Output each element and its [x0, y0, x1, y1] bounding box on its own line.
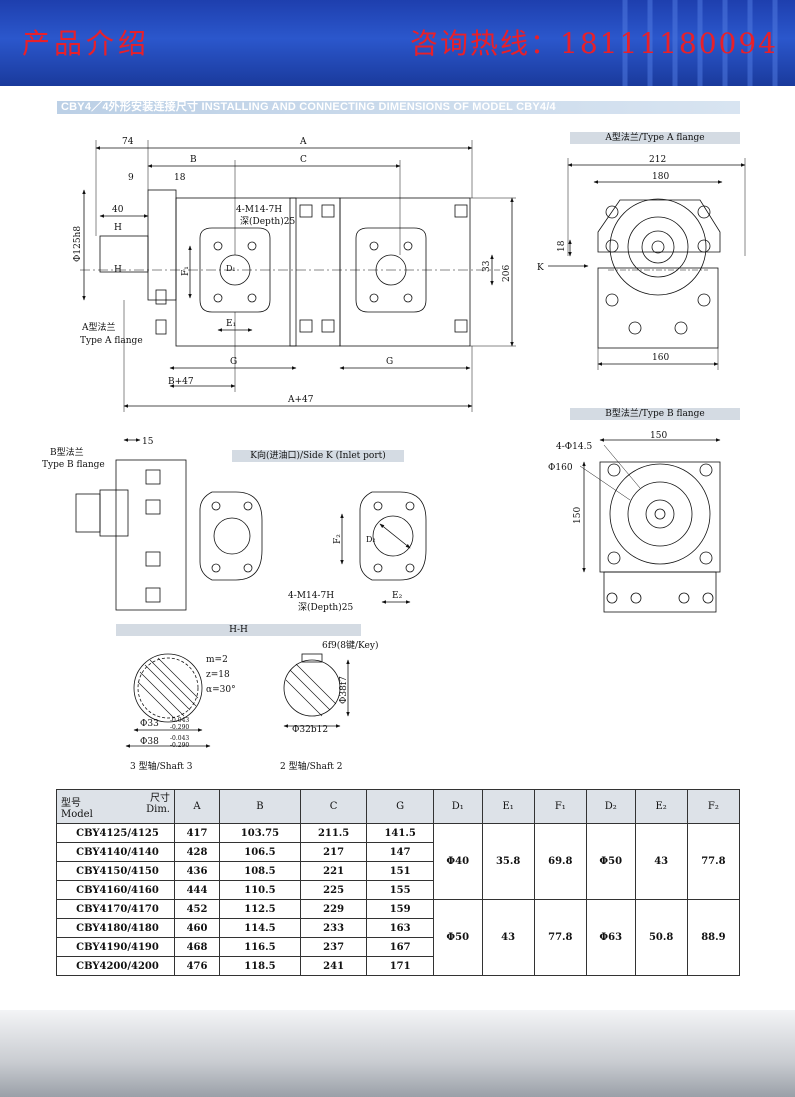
dim-a-plus-47: A+47: [287, 395, 314, 405]
middle-section: [289, 197, 341, 347]
phi38-tol-upper: -0.043: [170, 735, 189, 742]
dim-15: 15: [142, 437, 154, 447]
phi33-tol-upper: -0.043: [170, 717, 189, 724]
technical-drawing: 74 A B C 9 18 40 H H 4-M14-7H 深(Depth)25…: [42, 137, 746, 749]
dim-d2: D₂: [366, 535, 376, 544]
dim-b: B: [190, 155, 197, 165]
section-title-bar: CBY4／4外形安装连接尺寸 INSTALLING AND CONNECTING…: [57, 101, 740, 114]
dim-h-top: H: [114, 223, 122, 233]
dim-e2: E₂: [392, 591, 403, 601]
phi32b12-label: Φ32b12: [292, 725, 328, 735]
phi160-label: Φ160: [548, 463, 573, 473]
col-e1: E₁: [481, 789, 535, 824]
panel-type-b-flange: B型法兰/Type B flange: [570, 408, 740, 420]
a-flange-label-en: Type A flange: [80, 336, 143, 346]
dim-f2: F₂: [333, 534, 343, 544]
dim-33: 33: [482, 260, 492, 272]
panel-hh: H-H: [116, 624, 361, 636]
dim-40: 40: [112, 205, 124, 215]
banner-title: 产品介绍: [22, 27, 151, 60]
depth-label-1: 深(Depth)25: [240, 216, 295, 227]
phi38-tol-lower: -0.290: [170, 742, 189, 749]
phi38-label: Φ38: [140, 737, 159, 747]
col-e2: E₂: [634, 789, 688, 824]
col-d2: D₂: [585, 789, 636, 824]
dim-212: 212: [649, 155, 666, 165]
dim-g-1: G: [230, 357, 237, 367]
dim-b-plus-47: B+47: [168, 377, 194, 387]
col-a: A: [173, 789, 221, 824]
dim-180: 180: [652, 172, 669, 182]
section-title-en: INSTALLING AND CONNECTING DIMENSIONS OF …: [201, 101, 556, 113]
phi14-5-label: 4-Φ14.5: [556, 442, 592, 452]
a-flange-label-cn: A型法兰: [81, 321, 116, 333]
thread-label-2: 4-M14-7H: [288, 591, 334, 601]
input-shaft: [99, 235, 149, 273]
gear-module-label: m=2: [206, 655, 228, 665]
col-f2: F₂: [686, 789, 741, 824]
shaft3-caption: 3 型轴/Shaft 3: [130, 762, 193, 772]
front-pump-body: [175, 197, 297, 347]
dim-f1: F₁: [181, 266, 191, 276]
dim-h-bottom: H: [114, 265, 122, 275]
col-b: B: [219, 789, 301, 824]
dim-c: C: [300, 155, 307, 165]
col-d1: D₁: [432, 789, 483, 824]
phi125h8-label: Φ125h8: [73, 226, 83, 262]
banner-stripes-decoration: [622, 0, 778, 86]
section-title-cn: CBY4／4外形安装连接尺寸: [61, 101, 199, 113]
dim-150-v: 150: [573, 507, 583, 524]
footer-decoration: [0, 1010, 795, 1097]
col-f1: F₁: [533, 789, 587, 824]
dim-a: A: [299, 137, 307, 147]
b-flange-label-cn: B型法兰: [50, 446, 84, 458]
dim-e1: E₁: [226, 319, 236, 329]
dim-150-h: 150: [650, 431, 667, 441]
dim-k: K: [537, 263, 544, 273]
dim-206: 206: [502, 265, 512, 282]
b-flange-label-en: Type B flange: [42, 460, 105, 470]
panel-type-a-flange: A型法兰/Type A flange: [570, 132, 740, 144]
gear-angle-label: α=30°: [206, 685, 236, 695]
rear-pump-body: [339, 197, 471, 347]
dim-18-flange: 18: [557, 240, 567, 252]
thread-label-1: 4-M14-7H: [236, 205, 282, 215]
gear-teeth-label: z=18: [206, 670, 230, 680]
col-c: C: [299, 789, 368, 824]
banner-hotline: 咨询热线：18111180094: [410, 27, 778, 60]
dim-9: 9: [128, 173, 134, 183]
phi33-tol-lower: -0.290: [170, 724, 189, 731]
flange-plate: [147, 189, 177, 301]
panel-side-k: K向(进油口)/Side K (Inlet port): [232, 450, 404, 462]
key-label: 6f9(8键/Key): [322, 639, 378, 651]
phi38f7-label: Φ38f7: [339, 676, 349, 704]
dim-d1: D₁: [226, 264, 236, 273]
phi33-label: Φ33: [140, 719, 159, 729]
depth-label-2: 深(Depth)25: [298, 602, 353, 613]
dim-g-2: G: [386, 357, 393, 367]
header-banner: 产品介绍 咨询热线：18111180094: [0, 0, 795, 86]
dim-74: 74: [122, 137, 134, 147]
dim-18: 18: [174, 173, 186, 183]
shaft2-caption: 2 型轴/Shaft 2: [280, 762, 343, 772]
col-g: G: [366, 789, 434, 824]
dim-160: 160: [652, 353, 669, 363]
